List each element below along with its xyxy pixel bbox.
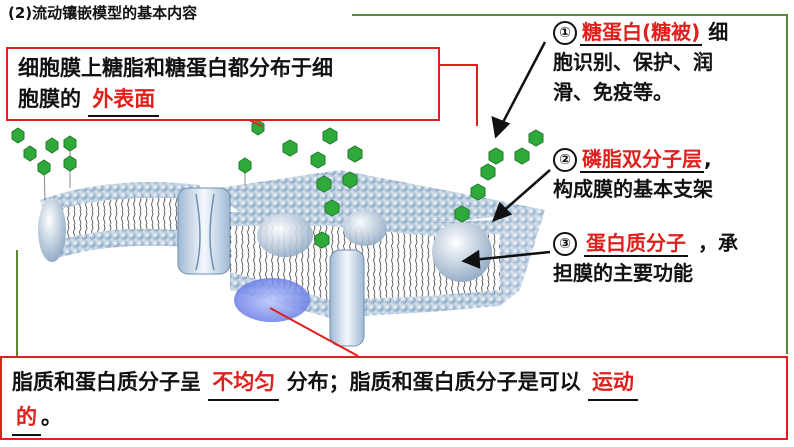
answer-glycoprotein: 糖蛋白(糖被)	[580, 20, 703, 46]
label-glycoprotein-line2: 胞识别、保护、润	[553, 50, 713, 74]
label-number-1: ①	[553, 21, 577, 45]
globular-protein-1	[257, 213, 313, 257]
top-statement-box: 细胞膜上糖脂和糖蛋白都分布于细 胞膜的 外表面	[6, 47, 440, 121]
answer-move: 运动	[587, 366, 638, 401]
frame-left-line	[16, 250, 18, 440]
bottom-statement-box: 脂质和蛋白质分子呈 不均匀 分布；脂质和蛋白质分子是可以 运动 的。	[0, 356, 788, 440]
peripheral-protein-blue	[234, 278, 310, 322]
answer-uneven: 不均匀	[208, 366, 280, 401]
label-protein-line1: ③ 蛋白质分子 ，承	[553, 228, 785, 258]
answer-phospholipid-bilayer: 磷脂双分子层	[580, 147, 704, 173]
label-protein-molecule: ③ 蛋白质分子 ，承 担膜的主要功能	[553, 228, 785, 288]
top-statement-prefix: 胞膜的	[18, 87, 81, 111]
sugar-chain-2	[63, 135, 77, 188]
label-number-2: ②	[553, 148, 577, 172]
bottom-part2: 分布；脂质和蛋白质分子是可以	[286, 370, 581, 394]
top-statement-line2: 胞膜的 外表面	[18, 84, 428, 117]
label-phospholipid-rest: ,	[704, 147, 712, 171]
top-statement-line1: 细胞膜上糖脂和糖蛋白都分布于细	[18, 56, 333, 80]
section-title: (2)流动镶嵌模型的基本内容	[8, 4, 198, 22]
label-glycoprotein-rest: 细	[708, 20, 729, 44]
label-protein-rest: ，承	[698, 231, 738, 255]
label-number-3: ③	[553, 232, 577, 256]
transmembrane-protein	[329, 249, 365, 347]
answer-protein-molecule: 蛋白质分子	[584, 231, 688, 257]
bottom-statement-line2: 的。	[12, 401, 776, 436]
sugar-chain-right	[454, 129, 544, 223]
label-protein-line2: 担膜的主要功能	[553, 261, 693, 285]
glycocalyx-chains	[11, 119, 544, 249]
channel-protein	[177, 187, 231, 275]
label-glycoprotein-line3: 滑、免疫等。	[553, 80, 673, 104]
bottom-statement-line1: 脂质和蛋白质分子呈 不均匀 分布；脂质和蛋白质分子是可以 运动	[12, 366, 776, 401]
membrane-left-section	[38, 182, 200, 262]
bottom-line2-end: 。	[41, 405, 62, 429]
sugar-chain-left	[11, 127, 59, 201]
frame-right-line	[786, 14, 788, 354]
bottom-part1: 脂质和蛋白质分子呈	[12, 370, 201, 394]
pointer-arrows	[461, 41, 551, 269]
frame-top-line	[352, 14, 788, 16]
answer-outer-surface: 外表面	[88, 84, 160, 117]
connector-lines	[248, 64, 478, 357]
sugar-chain-3	[238, 119, 265, 185]
answer-de: 的	[12, 401, 41, 436]
label-phospholipid-line2: 构成膜的基本支架	[553, 177, 713, 201]
globular-protein-2	[343, 210, 387, 246]
sugar-chain-central	[282, 127, 363, 249]
globular-protein-3	[432, 222, 492, 282]
